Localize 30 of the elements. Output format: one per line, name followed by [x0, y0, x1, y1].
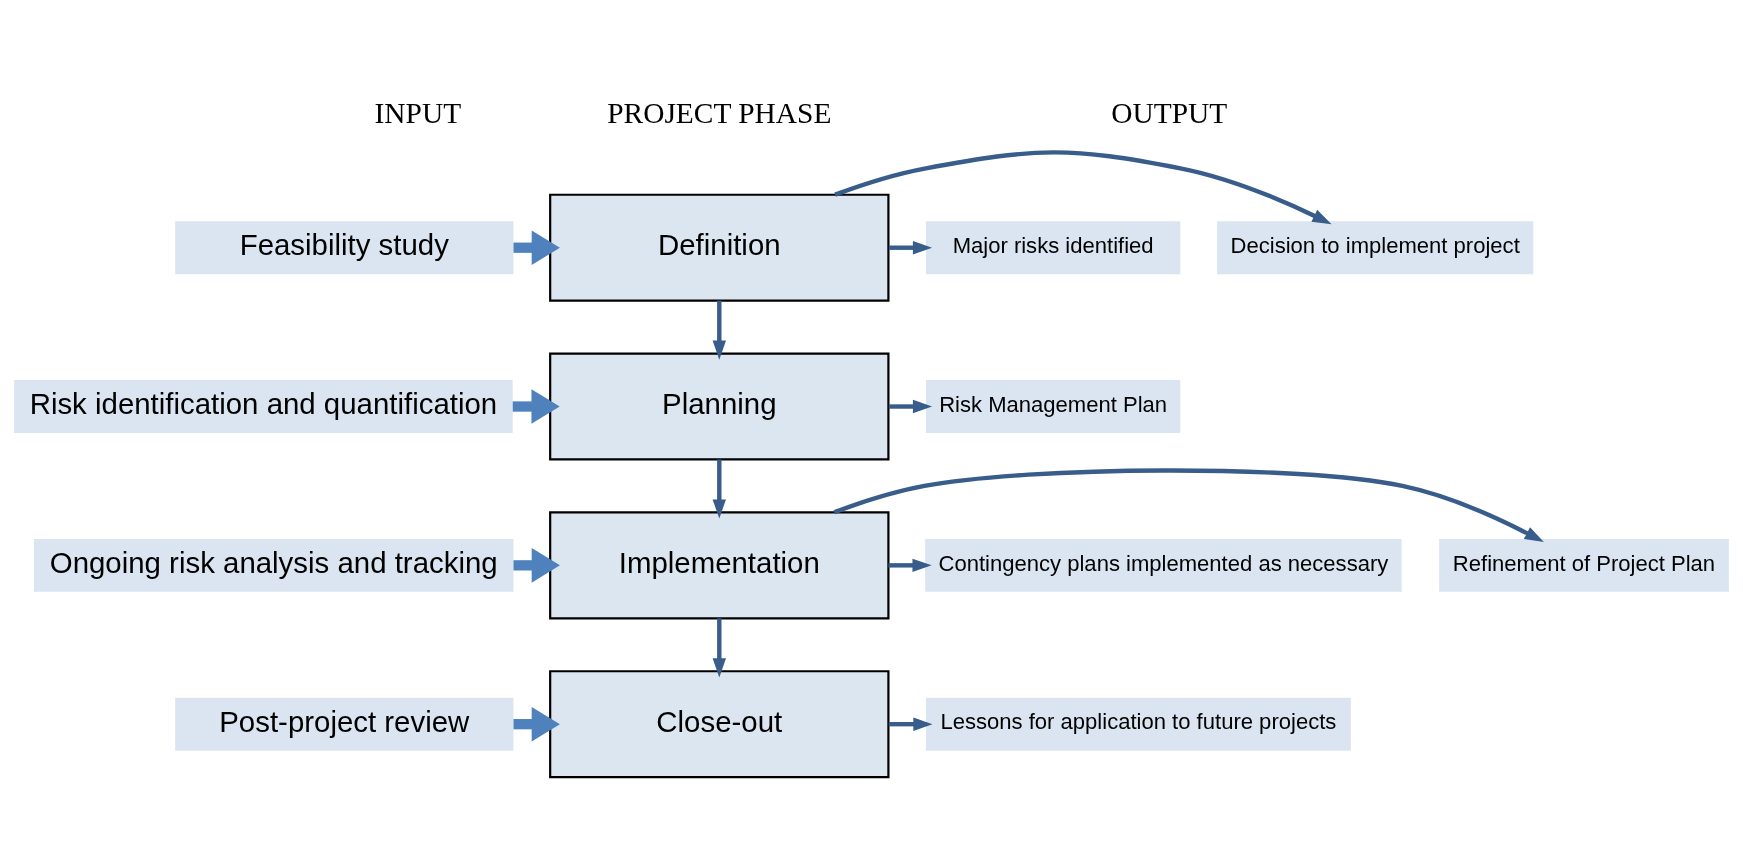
- node-box: Planning: [549, 352, 890, 461]
- arrow: [833, 467, 1544, 542]
- node-box: Risk Management Plan: [925, 379, 1181, 433]
- label: INPUT: [374, 96, 462, 129]
- arrow: [712, 617, 726, 677]
- arrow: [712, 458, 726, 519]
- node-box: Post-project review: [175, 697, 514, 751]
- node-box: Risk identification and quantification: [14, 379, 513, 433]
- node-box: Decision to implement project: [1217, 220, 1534, 274]
- arrow: [888, 558, 932, 572]
- arrow: [513, 547, 560, 583]
- arrow: [834, 149, 1332, 224]
- arrow: [888, 716, 933, 731]
- node-box: Contingency plans implemented as necessary: [925, 538, 1402, 592]
- arrow: [513, 706, 560, 741]
- node-box: Definition: [549, 193, 890, 302]
- node-box: Major risks identified: [925, 220, 1181, 274]
- node-box: Lessons for application to future projects: [925, 697, 1351, 751]
- arrow: [888, 399, 933, 413]
- arrow: [888, 240, 933, 254]
- arrow: [712, 300, 726, 360]
- label: OUTPUT: [1111, 96, 1228, 129]
- arrow: [512, 388, 560, 424]
- node-box: Close-out: [549, 669, 890, 778]
- arrow: [513, 229, 560, 265]
- node-box: Ongoing risk analysis and tracking: [34, 538, 514, 592]
- node-box: Implementation: [549, 510, 890, 619]
- node-box: Refinement of Project Plan: [1439, 538, 1729, 592]
- label: PROJECT PHASE: [607, 96, 832, 129]
- node-box: Feasibility study: [175, 220, 514, 274]
